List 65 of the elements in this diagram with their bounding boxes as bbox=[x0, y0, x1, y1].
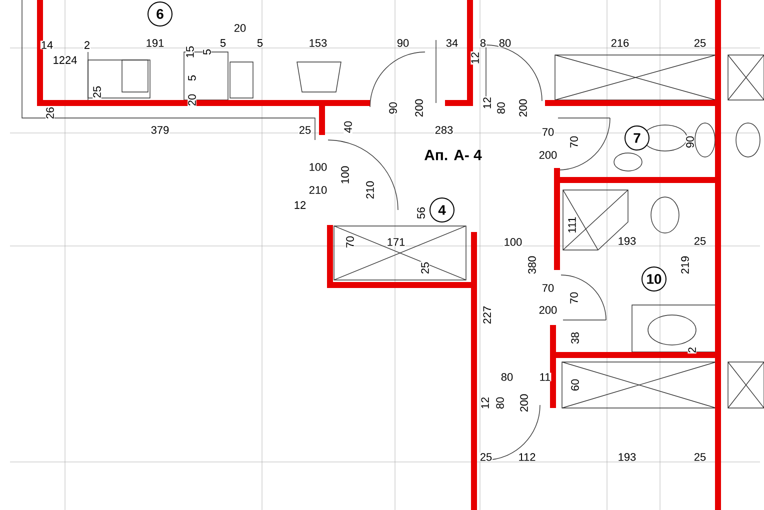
dimension-label: 8 bbox=[479, 38, 487, 48]
dimension-label: 20 bbox=[233, 24, 247, 32]
dimension-label: 70 bbox=[570, 135, 578, 149]
dimension-label: 25 bbox=[693, 452, 707, 462]
dimension-label: 216 bbox=[610, 38, 630, 48]
dimension-label: 191 bbox=[145, 38, 165, 48]
dimension-label: 200 bbox=[538, 150, 558, 160]
dimension-label: 38 bbox=[570, 331, 580, 345]
dimension-label: 210 bbox=[366, 180, 374, 200]
dimension-label: 34 bbox=[445, 38, 459, 48]
dimension-label: 12 bbox=[480, 396, 490, 410]
dimension-label: 90 bbox=[396, 38, 410, 48]
dimension-label: 60 bbox=[570, 378, 580, 392]
dimension-label: 70 bbox=[346, 235, 354, 249]
dimension-label: 200 bbox=[538, 306, 558, 314]
dimension-label: 200 bbox=[518, 98, 528, 118]
dimension-label: 5 bbox=[188, 74, 196, 82]
dimension-label: 25 bbox=[479, 452, 493, 462]
dimension-label: 200 bbox=[414, 98, 424, 118]
dimension-label: 80 bbox=[500, 372, 514, 382]
dimension-label: 70 bbox=[541, 284, 555, 292]
dimension-label: 227 bbox=[482, 305, 492, 325]
dimension-label: 100 bbox=[340, 165, 350, 185]
dimension-label: 193 bbox=[617, 236, 637, 246]
dimension-label: 80 bbox=[496, 101, 506, 115]
dimension-label: 210 bbox=[308, 186, 328, 194]
dimension-label: 5 bbox=[256, 38, 264, 48]
dimension-label: 283 bbox=[434, 126, 454, 134]
dimension-label: 171 bbox=[386, 238, 406, 246]
dimension-label: 40 bbox=[344, 120, 352, 134]
dimension-label: 380 bbox=[528, 255, 536, 275]
dimension-label: 80 bbox=[496, 396, 504, 410]
dimension-label: 80 bbox=[498, 38, 512, 48]
dimension-label: 15 bbox=[186, 45, 194, 59]
dimension-label: 25 bbox=[693, 236, 707, 246]
dimension-label: 70 bbox=[570, 291, 578, 305]
dimension-label: 70 bbox=[541, 128, 555, 136]
dimension-label: 11 bbox=[538, 372, 552, 382]
dimension-label: 2 bbox=[688, 346, 696, 354]
dimension-label: 193 bbox=[617, 452, 637, 462]
dimension-label: 379 bbox=[150, 126, 170, 134]
dimension-label: 56 bbox=[416, 206, 426, 220]
dimension-label: 25 bbox=[693, 38, 707, 48]
dimension-label: 12 bbox=[293, 200, 307, 210]
apartment-label: Ап. А- 4 bbox=[424, 149, 482, 161]
dimension-label: 90 bbox=[686, 135, 694, 149]
dimension-label: 219 bbox=[680, 255, 690, 275]
dimension-label: 5 bbox=[219, 38, 227, 48]
dimension-label: 26 bbox=[46, 106, 54, 120]
dimension-label: 111 bbox=[568, 216, 576, 234]
dimension-label: 90 bbox=[388, 101, 398, 115]
dimension-label: 2 bbox=[83, 40, 91, 50]
dimension-label: 100 bbox=[308, 162, 328, 172]
dimension-label: 12 bbox=[482, 96, 492, 110]
dimension-label: 112 bbox=[518, 452, 536, 462]
dimension-label: 25 bbox=[420, 261, 430, 275]
dimension-label: 25 bbox=[92, 85, 102, 99]
dimension-label: 153 bbox=[308, 38, 328, 48]
dimension-label: 200 bbox=[520, 393, 528, 413]
dimension-label: 12 bbox=[470, 51, 480, 65]
dimension-label: 14 bbox=[40, 40, 54, 50]
dimension-label: 25 bbox=[298, 126, 312, 134]
dimension-label: 1224 bbox=[52, 56, 78, 64]
dimension-label: 20 bbox=[188, 93, 196, 107]
dimension-label: 100 bbox=[503, 238, 523, 246]
